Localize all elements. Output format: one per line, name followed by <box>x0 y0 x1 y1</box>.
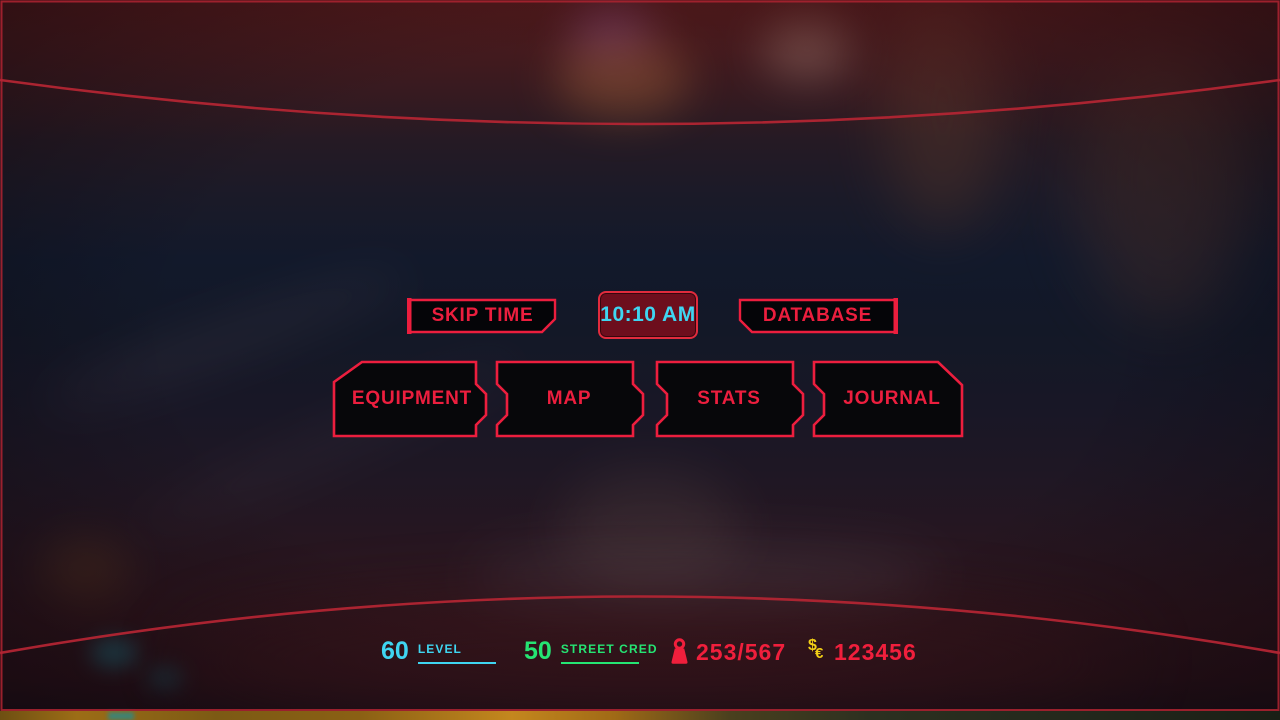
tab-stats-shape <box>655 360 805 438</box>
street-cred-stat: 50 STREET CRED <box>524 637 658 665</box>
euro-glyph: € <box>815 645 824 662</box>
database-button[interactable]: DATABASE <box>737 298 898 334</box>
tab-label: JOURNAL <box>843 388 941 409</box>
dollar-glyph: $ <box>808 637 817 654</box>
tab-label: MAP <box>546 388 592 409</box>
tab-equipment[interactable]: EQUIPMENT <box>332 360 492 438</box>
eurodollar-icon: $ € <box>808 637 830 665</box>
skip-time-button[interactable]: SKIP TIME <box>407 298 558 334</box>
tab-label: EQUIPMENT <box>351 388 473 409</box>
tab-map[interactable]: MAP <box>489 360 649 438</box>
skip-time-button-shape <box>407 298 557 334</box>
bottom-game-strip <box>0 711 1280 720</box>
weight-icon <box>671 638 688 664</box>
tab-journal[interactable]: JOURNAL <box>806 360 966 438</box>
time-value: 10:10 AM <box>600 303 696 326</box>
time-display: 10:10 AM <box>598 291 698 339</box>
street-cred-value: 50 <box>524 637 552 665</box>
carry-weight-stat: 253/567 <box>668 638 786 665</box>
level-label: LEVEL <box>417 642 462 656</box>
database-label: DATABASE <box>762 305 873 326</box>
bottom-strip-highlight <box>108 712 134 720</box>
database-button-shape <box>738 298 898 334</box>
money-value: 123456 <box>834 639 917 665</box>
tab-map-shape <box>495 360 645 438</box>
carry-weight-value: 253/567 <box>696 638 787 665</box>
tab-journal-shape <box>812 360 964 438</box>
level-stat: 60 LEVEL <box>381 637 496 665</box>
money-stat: $ € 123456 <box>808 637 917 665</box>
level-underline <box>417 662 496 664</box>
tab-stats[interactable]: STATS <box>649 360 809 438</box>
skip-time-label: SKIP TIME <box>431 305 534 326</box>
tab-equipment-shape <box>332 360 488 438</box>
street-cred-underline <box>560 662 639 664</box>
street-cred-label: STREET CRED <box>560 642 658 656</box>
tab-label: STATS <box>697 388 761 409</box>
level-value: 60 <box>381 637 409 665</box>
